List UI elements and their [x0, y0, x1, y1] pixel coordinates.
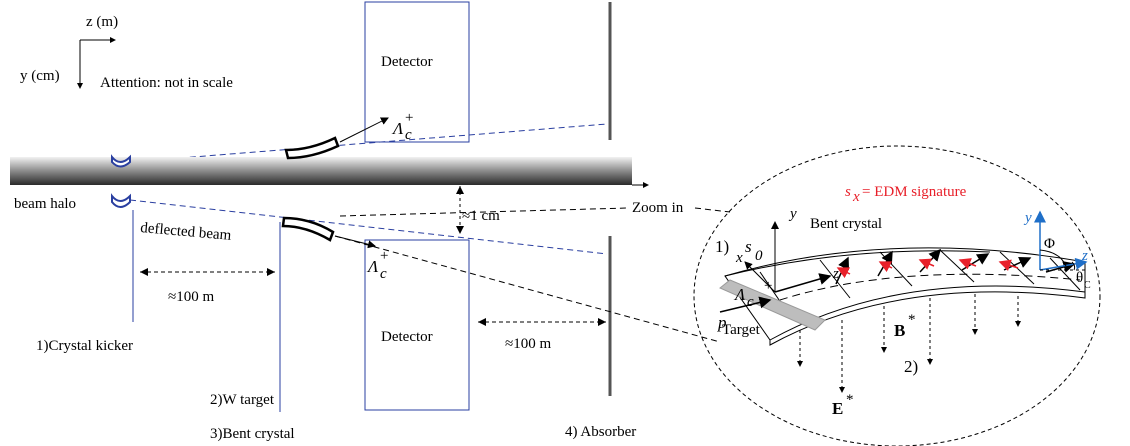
- zoom-z-label: z: [832, 266, 839, 282]
- theta-label: θ: [1076, 270, 1083, 286]
- bent-crystal-top: [284, 136, 340, 160]
- axis-y-label: y (cm): [20, 68, 60, 84]
- svg-text:C: C: [1084, 280, 1091, 291]
- distance-right-label: ≈100 m: [505, 336, 551, 352]
- crystal-kicker-upper: [111, 154, 131, 168]
- coordinate-axes: z (m) y (cm): [20, 14, 118, 89]
- b-field-label: B: [894, 321, 905, 340]
- phi-label: Φ: [1044, 236, 1055, 252]
- exit-y-label: y: [1023, 210, 1032, 226]
- attention-note: Attention: not in scale: [100, 75, 233, 91]
- deflected-beam-label: deflected beam: [140, 220, 233, 244]
- trajectory-bottom: [129, 199, 608, 255]
- zoom-in-label: Zoom in: [632, 200, 684, 216]
- lambda-bottom-sup: +: [380, 248, 388, 264]
- svg-text:x: x: [852, 189, 860, 205]
- zoom-target-label: Target: [722, 322, 761, 338]
- proton-label: p: [717, 313, 727, 332]
- target-block: [719, 279, 826, 331]
- edm-signature-label: = EDM signature: [862, 184, 967, 200]
- lambda-bottom: Λ: [366, 257, 379, 276]
- s0-label: s: [745, 237, 752, 256]
- lambda-arrow-top: [339, 117, 389, 143]
- lambda-path: [334, 235, 721, 343]
- svg-text:0: 0: [755, 248, 763, 264]
- zoom-connector-top: [339, 207, 629, 217]
- one-cm-label: ≈1 cm: [462, 208, 500, 224]
- zoom-lambda: Λ: [733, 285, 746, 304]
- svg-text:+: +: [764, 278, 772, 294]
- main-beam: [10, 157, 632, 185]
- lambda-bottom-sub: c: [380, 266, 387, 282]
- zoom-y-label: y: [788, 206, 797, 222]
- exit-z-label: z: [1081, 248, 1088, 264]
- step2-label: 2): [904, 357, 918, 376]
- detector-bottom: [364, 239, 470, 411]
- zoom-detail: p y x z Λ c + 1) s 0 Bent crystal Target…: [715, 184, 1091, 418]
- detector-bottom-label: Detector: [381, 329, 433, 345]
- crystal-kicker-label: 1)Crystal kicker: [36, 338, 133, 354]
- zoom-x-label: x: [735, 250, 743, 266]
- zoom-ellipse: [693, 145, 1101, 446]
- w-target-label: 2)W target: [210, 392, 275, 408]
- zoom-bent-crystal-label: Bent crystal: [810, 216, 882, 232]
- axis-z-label: z (m): [86, 14, 118, 30]
- lambda-top: Λ: [391, 119, 404, 138]
- lambda-top-sup: +: [405, 110, 413, 126]
- step1-label: 1): [715, 237, 729, 256]
- trajectory-top: [129, 123, 608, 163]
- detector-top-label: Detector: [381, 54, 433, 70]
- edm-s: s: [845, 184, 851, 200]
- detector-top: [364, 1, 470, 143]
- svg-text:*: *: [908, 312, 916, 328]
- lambda-top-sub: c: [405, 127, 412, 143]
- distance-left-label: ≈100 m: [168, 289, 214, 305]
- svg-text:*: *: [846, 392, 854, 408]
- e-field-label: E: [832, 399, 843, 418]
- crystal-kicker-lower: [111, 193, 131, 208]
- bent-crystal-label: 3)Bent crystal: [210, 426, 295, 442]
- svg-text:c: c: [747, 294, 754, 310]
- absorber-label: 4) Absorber: [565, 424, 636, 440]
- beam-halo-label: beam halo: [14, 196, 76, 212]
- bent-crystal-bottom: [281, 216, 335, 242]
